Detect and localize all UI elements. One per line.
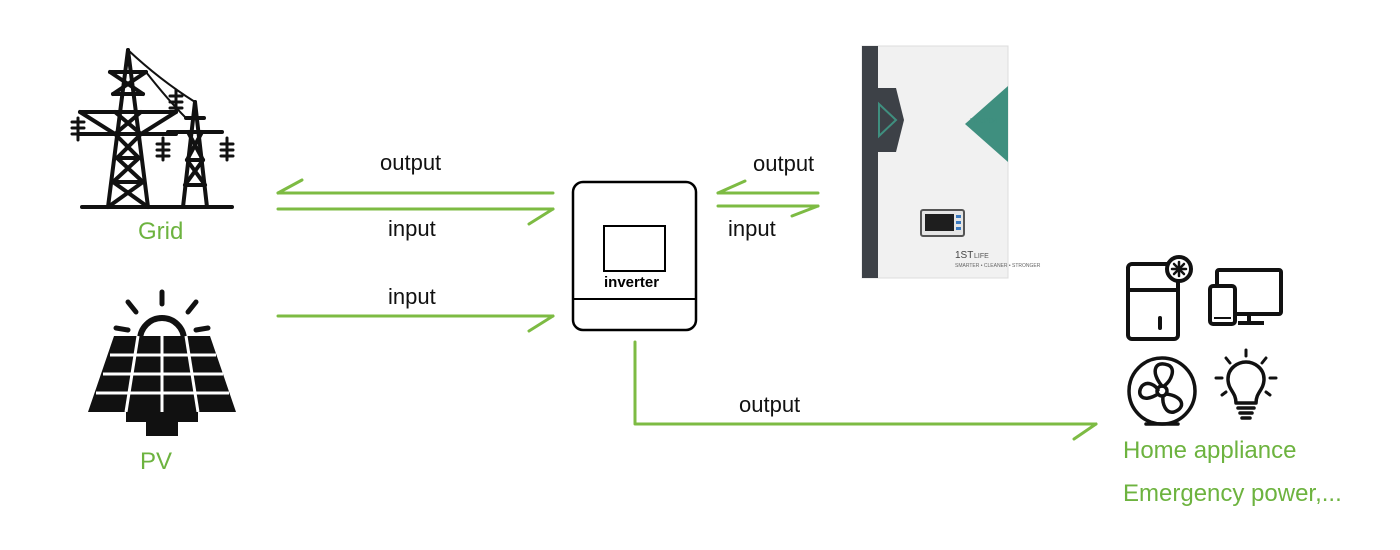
battery-accent-triangle [965, 86, 1008, 162]
battery-play-icon [878, 101, 898, 139]
grid-label: Grid [138, 218, 184, 245]
pv-input-label: input [388, 284, 436, 309]
grid-output-label: output [380, 150, 442, 175]
devices-icon [1208, 268, 1283, 326]
fridge-icon [1126, 255, 1193, 341]
battery-input-label: input [728, 216, 776, 241]
home-output-label: output [739, 392, 801, 417]
battery-subtext: SMARTER • CLEANER • STRONGER [955, 263, 1041, 269]
battery-model: 1ST [955, 250, 974, 261]
inverter-label: inverter [604, 274, 660, 291]
inverter-display [603, 225, 666, 272]
home-output-arrow [633, 340, 1098, 426]
light-bulb-icon [1214, 348, 1278, 420]
pv-label: PV [140, 448, 173, 475]
power-tower-icon [70, 48, 235, 209]
home-appliance-label: Home appliance [1123, 437, 1297, 464]
grid-input-label: input [388, 216, 436, 241]
battery-unit [861, 45, 1009, 279]
inverter-box [571, 180, 698, 332]
battery-output-label: output [753, 151, 815, 176]
battery-logo: LiFePO4 [970, 118, 998, 125]
battery-model-sub: LIFE [974, 253, 989, 260]
solar-panel-icon [88, 289, 236, 436]
emergency-power-label: Emergency power,... [1123, 480, 1342, 507]
flow-lines [276, 178, 1098, 441]
fan-icon [1127, 356, 1197, 426]
